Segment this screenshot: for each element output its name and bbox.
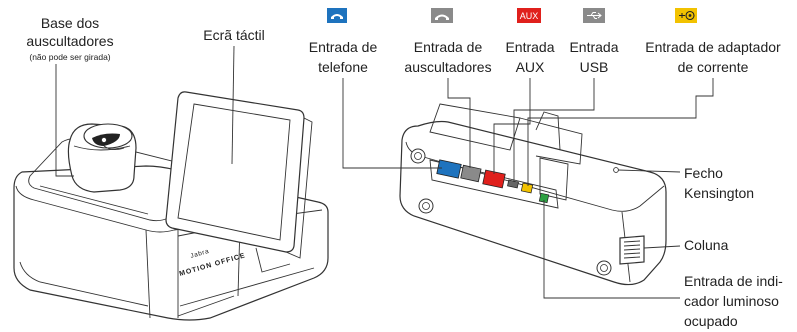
headset-on-cradle (67, 123, 137, 193)
power-label-line1: Entrada de adaptador (645, 39, 781, 55)
base-leader-line (55, 64, 74, 177)
aux-icon: AUX (517, 8, 541, 23)
usb-label-line2: USB (580, 59, 609, 75)
base-label-line1: Base dos (41, 15, 99, 31)
power-plug-icon (675, 8, 697, 23)
base-label-note: (não pode ser girada) (29, 52, 110, 62)
kensington-label-line1: Fecho (684, 165, 723, 181)
headset-label-line1: Entrada de (414, 39, 483, 55)
usb-icon (583, 8, 605, 23)
busy-label-line2: cador luminoso (684, 293, 779, 309)
base-label-line2: auscultadores (26, 33, 113, 49)
power-port (520, 182, 534, 194)
busy-light-port (538, 192, 550, 204)
usb-leader-line (513, 78, 595, 182)
svg-text:AUX: AUX (520, 11, 539, 21)
aux-leader-line (493, 78, 531, 174)
busy-label-line1: Entrada de indi- (684, 273, 783, 289)
headset-port (460, 164, 482, 183)
aux-label-line1: Entrada (505, 39, 554, 55)
kensington-label-line2: Kensington (684, 185, 754, 201)
headset-leader-line (447, 78, 471, 168)
speaker-leader-line (643, 245, 681, 249)
speaker-label: Coluna (684, 237, 729, 253)
touchscreen-label: Ecrã táctil (203, 27, 264, 43)
power-leader-line (527, 78, 714, 186)
phone-port (436, 159, 462, 179)
kensington-leader-line (617, 169, 681, 173)
touchscreen-leader-line (231, 45, 235, 165)
base-unit-rear-view (399, 103, 667, 286)
aux-label-line2: AUX (516, 59, 545, 75)
headset-label-line2: auscultadores (404, 59, 491, 75)
port-row (436, 159, 550, 204)
headset-handset-icon (431, 8, 453, 23)
phone-leader-line (342, 78, 442, 169)
busy-label-line3: ocupado (684, 313, 738, 329)
busy-leader-line (543, 200, 680, 299)
aux-port (482, 169, 506, 189)
phone-label-line2: telefone (318, 59, 368, 75)
usb-label-line1: Entrada (569, 39, 618, 55)
phone-label-line1: Entrada de (309, 39, 378, 55)
phone-icon (327, 8, 347, 23)
power-label-line2: de corrente (678, 59, 749, 75)
touchscreen-panel (165, 91, 313, 273)
